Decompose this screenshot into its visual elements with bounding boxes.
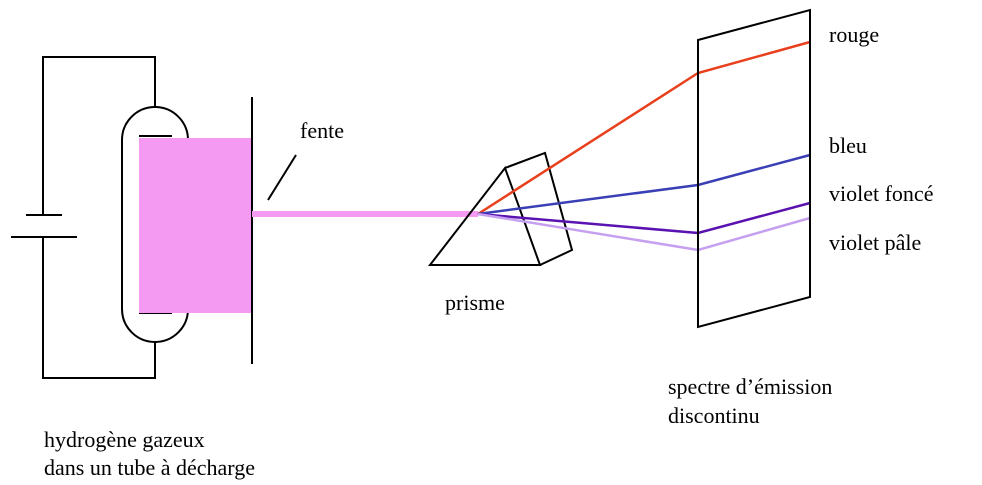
fente-pointer <box>267 154 297 201</box>
prism-back-edges <box>504 151 574 266</box>
fente-label: fente <box>300 118 344 143</box>
line-label-violet-pale: violet pâle <box>829 230 922 255</box>
hydrogen-gas-glow <box>139 138 251 313</box>
circuit-wire-bottom <box>42 237 156 379</box>
spectrum-caption-line2: discontinu <box>668 403 760 428</box>
detection-screen <box>697 8 811 329</box>
ray-bleu <box>477 153 811 216</box>
line-label-rouge: rouge <box>829 22 880 47</box>
line-label-bleu: bleu <box>829 133 867 158</box>
line-label-violet-fonce: violet foncé <box>829 181 934 206</box>
tube-caption-line1: hydrogène gazeux <box>44 427 205 452</box>
spectral-rays <box>477 40 811 252</box>
discharge-tube <box>121 106 251 343</box>
circuit <box>11 56 156 379</box>
ray-rouge <box>477 40 811 216</box>
prism-front-face <box>427 165 542 266</box>
prisme-label: prisme <box>445 290 505 315</box>
tube-caption-line2: dans un tube à décharge <box>44 455 255 480</box>
circuit-wire-top <box>42 56 156 215</box>
prism <box>427 151 574 266</box>
spectrum-caption-line1: spectre d’émission <box>668 374 833 399</box>
